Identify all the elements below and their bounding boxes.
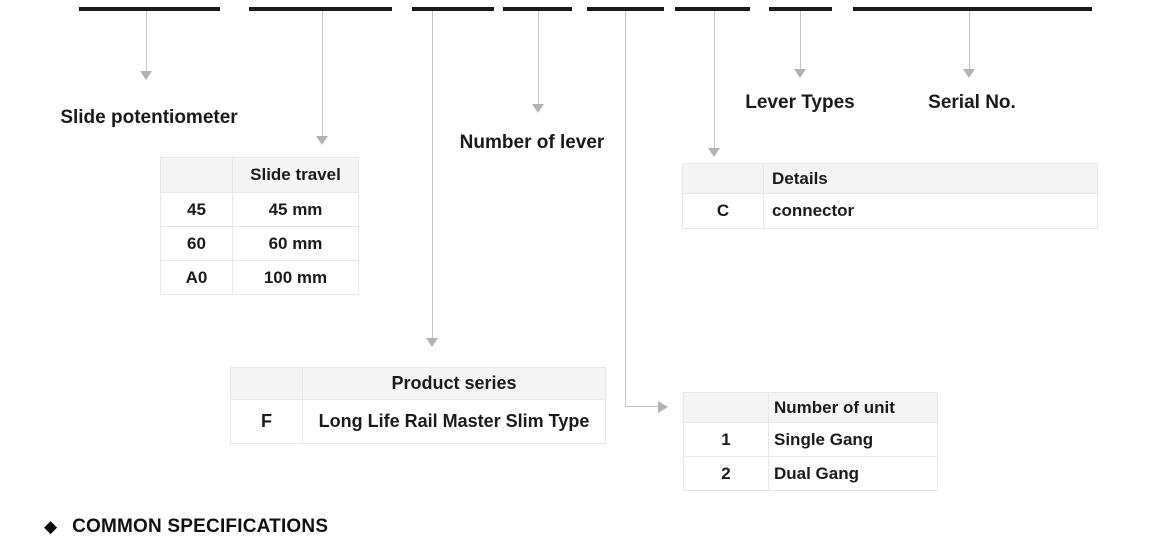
table-row: F Long Life Rail Master Slim Type [230,399,606,444]
label-number-of-lever: Number of lever [459,132,605,153]
arrow-down-icon [963,69,975,78]
code-bar-4 [503,7,572,11]
arrow-line-1 [146,11,147,71]
cell-value: Single Gang [768,422,938,457]
arrow-line-6 [714,11,715,148]
arrow-down-icon [532,104,544,113]
cell-value: 100 mm [232,260,359,295]
code-bar-2 [249,7,392,11]
table-header-row: Slide travel [160,157,359,193]
number-of-unit-table: Number of unit 1 Single Gang 2 Dual Gang [683,392,938,491]
details-table: Details C connector [682,163,1098,229]
code-bar-5 [587,7,664,11]
header-cell-code [683,392,769,423]
cell-value: connector [763,193,1098,229]
slide-travel-table: Slide travel 45 45 mm 60 60 mm A0 100 mm [160,157,359,295]
header-cell-title: Slide travel [232,157,359,193]
product-series-table: Product series F Long Life Rail Master S… [230,367,606,444]
cell-value: Dual Gang [768,456,938,491]
cell-code: 60 [160,226,233,261]
cell-value: 45 mm [232,192,359,227]
cell-code: A0 [160,260,233,295]
arrow-down-icon [794,69,806,78]
arrow-line-8 [969,11,970,69]
header-cell-code [160,157,233,193]
arrow-line-7 [800,11,801,69]
header-cell-code [230,367,303,400]
arrow-line-2 [322,11,323,136]
cell-code: F [230,399,303,444]
table-header-row: Details [682,163,1098,194]
cell-code: 1 [683,422,769,457]
header-cell-code [682,163,764,194]
table-row: 60 60 mm [160,226,359,261]
cell-code: 45 [160,192,233,227]
header-cell-title: Details [763,163,1098,194]
code-bar-7 [769,7,832,11]
section-heading-title: COMMON SPECIFICATIONS [72,516,329,537]
header-cell-title: Product series [302,367,606,400]
code-bar-6 [675,7,750,11]
table-row: C connector [682,193,1098,229]
arrow-down-icon [316,136,328,145]
cell-code: C [682,193,764,229]
diamond-icon: ◆ [44,517,58,536]
code-bar-8 [853,7,1092,11]
code-bar-3 [412,7,494,11]
arrow-down-icon [708,148,720,157]
arrow-line-4 [538,11,539,104]
label-slide-potentiometer: Slide potentiometer [60,107,238,128]
table-row: 1 Single Gang [683,422,938,457]
table-row: 2 Dual Gang [683,456,938,491]
section-heading: ◆ COMMON SPECIFICATIONS [44,516,328,538]
label-lever-types: Lever Types [745,92,855,113]
arrow-line-3 [432,11,433,338]
arrow-line-5 [625,11,626,407]
arrow-down-icon [426,338,438,347]
cell-code: 2 [683,456,769,491]
arrow-right-icon [658,401,668,413]
table-header-row: Number of unit [683,392,938,423]
label-serial-no: Serial No. [928,92,1016,113]
table-row: 45 45 mm [160,192,359,227]
arrow-line-5-horizontal [625,406,658,407]
table-header-row: Product series [230,367,606,400]
arrow-down-icon [140,71,152,80]
cell-value: Long Life Rail Master Slim Type [302,399,606,444]
table-row: A0 100 mm [160,260,359,295]
code-bar-1 [79,7,220,11]
header-cell-title: Number of unit [768,392,938,423]
cell-value: 60 mm [232,226,359,261]
